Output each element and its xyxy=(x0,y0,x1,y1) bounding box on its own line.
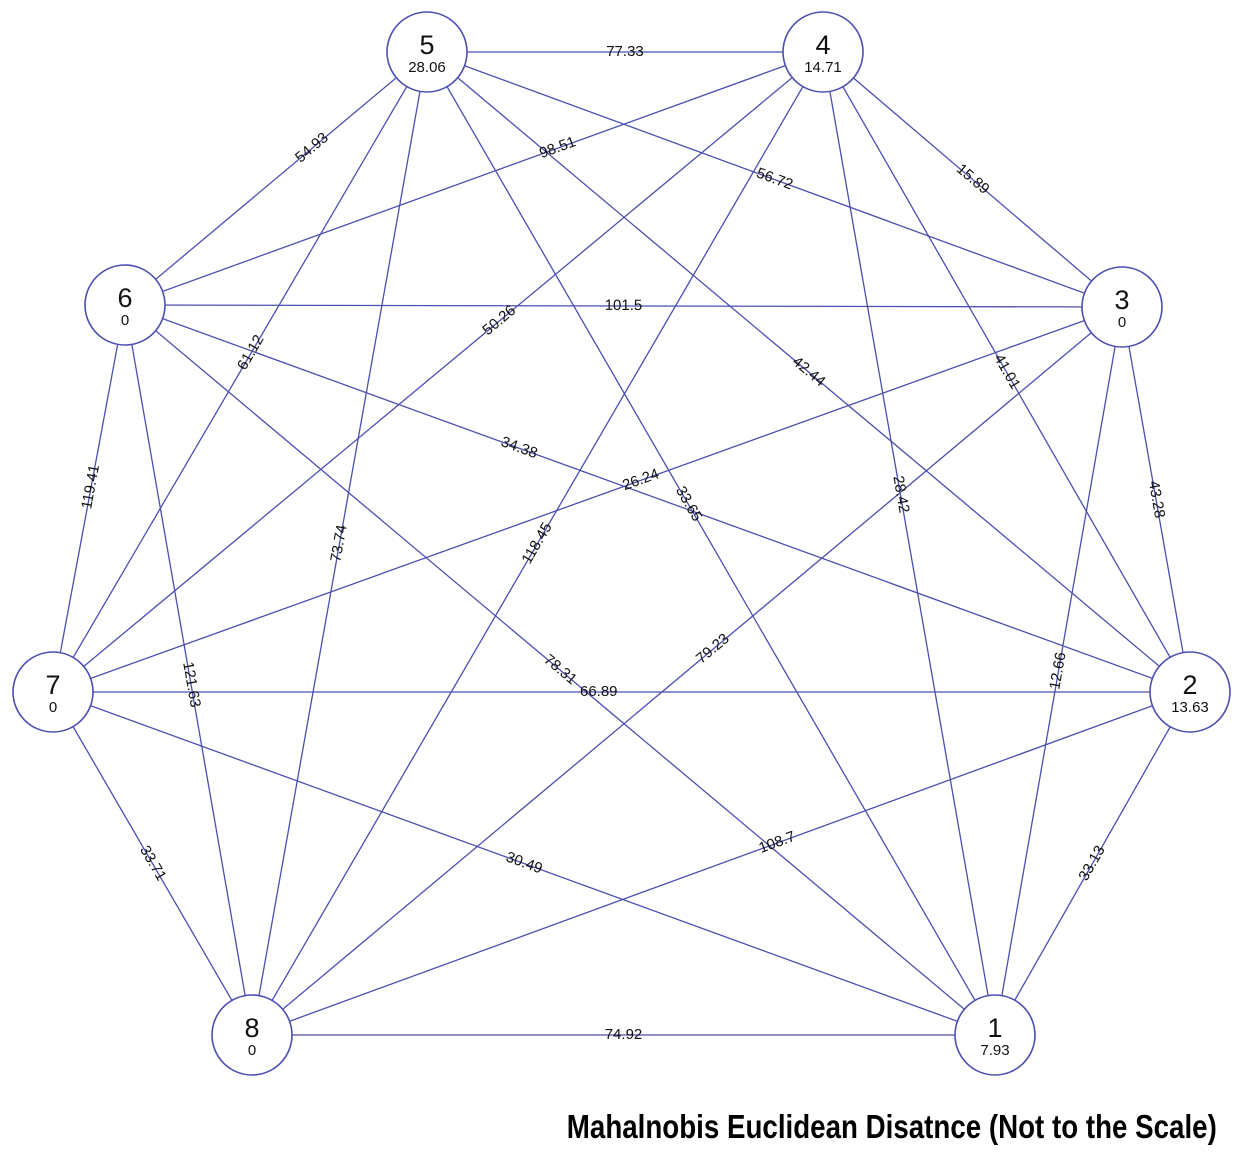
node-id-4: 4 xyxy=(815,30,830,60)
edge-3-2 xyxy=(1121,306,1191,693)
edge-label-2-1: 33.13 xyxy=(1075,843,1108,884)
node-circle-3 xyxy=(1081,266,1163,348)
edge-3-1 xyxy=(994,306,1123,1036)
edge-4-8 xyxy=(251,51,824,1036)
edge-5-7 xyxy=(52,51,428,693)
edge-label-6-2: 34.38 xyxy=(499,433,540,462)
node-circle-1 xyxy=(954,994,1036,1076)
edge-4-6 xyxy=(124,51,824,306)
node-7: 70 xyxy=(12,651,94,733)
edge-4-2 xyxy=(822,51,1191,693)
node-circle-5 xyxy=(386,11,468,93)
node-circle-6 xyxy=(84,264,166,346)
edge-label-4-2: 41.01 xyxy=(990,351,1023,392)
edge-label-4-8: 118.45 xyxy=(518,520,555,567)
node-6: 60 xyxy=(84,264,166,346)
node-value-6: 0 xyxy=(121,312,129,329)
edge-6-7 xyxy=(52,304,126,693)
node-id-6: 6 xyxy=(117,283,132,313)
node-value-1: 7.93 xyxy=(980,1042,1009,1059)
edge-label-5-6: 54.93 xyxy=(292,129,332,166)
edge-5-6 xyxy=(124,51,428,306)
edge-5-2 xyxy=(426,51,1191,693)
edge-label-5-1: 33.65 xyxy=(672,483,705,524)
node-value-7: 0 xyxy=(49,699,57,716)
edge-label-3-2: 43.28 xyxy=(1145,479,1168,519)
edge-4-3 xyxy=(822,51,1123,308)
edge-5-8 xyxy=(251,51,428,1036)
node-id-1: 1 xyxy=(987,1013,1002,1043)
node-id-8: 8 xyxy=(244,1013,259,1043)
edge-4-1 xyxy=(822,51,996,1036)
node-circle-2 xyxy=(1149,651,1231,733)
edge-label-7-1: 30.49 xyxy=(504,849,545,878)
node-circle-7 xyxy=(12,651,94,733)
node-value-2: 13.63 xyxy=(1171,699,1209,716)
node-value-3: 0 xyxy=(1118,314,1126,331)
edge-6-1 xyxy=(124,304,996,1036)
edge-7-1 xyxy=(52,691,996,1036)
node-id-3: 3 xyxy=(1114,285,1129,315)
edge-4-7 xyxy=(52,51,824,693)
edge-6-3 xyxy=(124,304,1123,308)
node-2: 213.63 xyxy=(1149,651,1231,733)
edge-3-8 xyxy=(251,306,1123,1036)
edge-6-2 xyxy=(124,304,1191,693)
edge-5-3 xyxy=(426,51,1123,308)
edge-label-4-7: 50.26 xyxy=(479,302,519,339)
node-id-7: 7 xyxy=(45,670,60,700)
edge-2-8 xyxy=(251,691,1191,1036)
edge-label-7-2: 66.89 xyxy=(580,683,618,700)
edge-label-4-1: 28.42 xyxy=(889,474,912,514)
edge-label-6-7: 119.41 xyxy=(78,463,103,510)
edge-5-1 xyxy=(426,51,996,1036)
node-8: 80 xyxy=(211,994,293,1076)
edge-label-5-7: 61.12 xyxy=(234,332,268,373)
edge-label-3-7: 26.24 xyxy=(620,465,661,494)
node-id-2: 2 xyxy=(1182,670,1197,700)
node-1: 17.93 xyxy=(954,994,1036,1076)
edge-label-5-4: 77.33 xyxy=(606,43,644,60)
node-3: 30 xyxy=(1081,266,1163,348)
edge-label-5-3: 56.72 xyxy=(754,165,795,194)
edge-3-7 xyxy=(52,306,1123,693)
diagram-caption: Mahalnobis Euclidean Disatnce (Not to th… xyxy=(566,1108,1217,1145)
edges-layer xyxy=(52,51,1191,1036)
node-5: 528.06 xyxy=(386,11,468,93)
edge-6-8 xyxy=(124,304,253,1036)
node-value-8: 0 xyxy=(248,1042,256,1059)
edge-label-6-8: 121.63 xyxy=(179,660,204,708)
edge-2-1 xyxy=(994,691,1191,1036)
node-circle-8 xyxy=(211,994,293,1076)
edge-7-8 xyxy=(52,691,253,1036)
node-value-5: 28.06 xyxy=(408,59,446,76)
edge-label-3-1: 12.66 xyxy=(1046,651,1069,691)
node-id-5: 5 xyxy=(419,30,434,60)
edge-label-4-6: 98.51 xyxy=(537,133,578,162)
edge-label-3-8: 79.23 xyxy=(693,630,733,667)
node-circle-4 xyxy=(782,11,864,93)
edge-label-6-3: 101.5 xyxy=(605,297,643,314)
edge-label-7-8: 33.71 xyxy=(136,843,170,884)
node-4: 414.71 xyxy=(782,11,864,93)
edge-label-5-8: 73.74 xyxy=(327,523,350,563)
node-value-4: 14.71 xyxy=(804,59,842,76)
edge-label-8-1: 74.92 xyxy=(605,1026,643,1043)
